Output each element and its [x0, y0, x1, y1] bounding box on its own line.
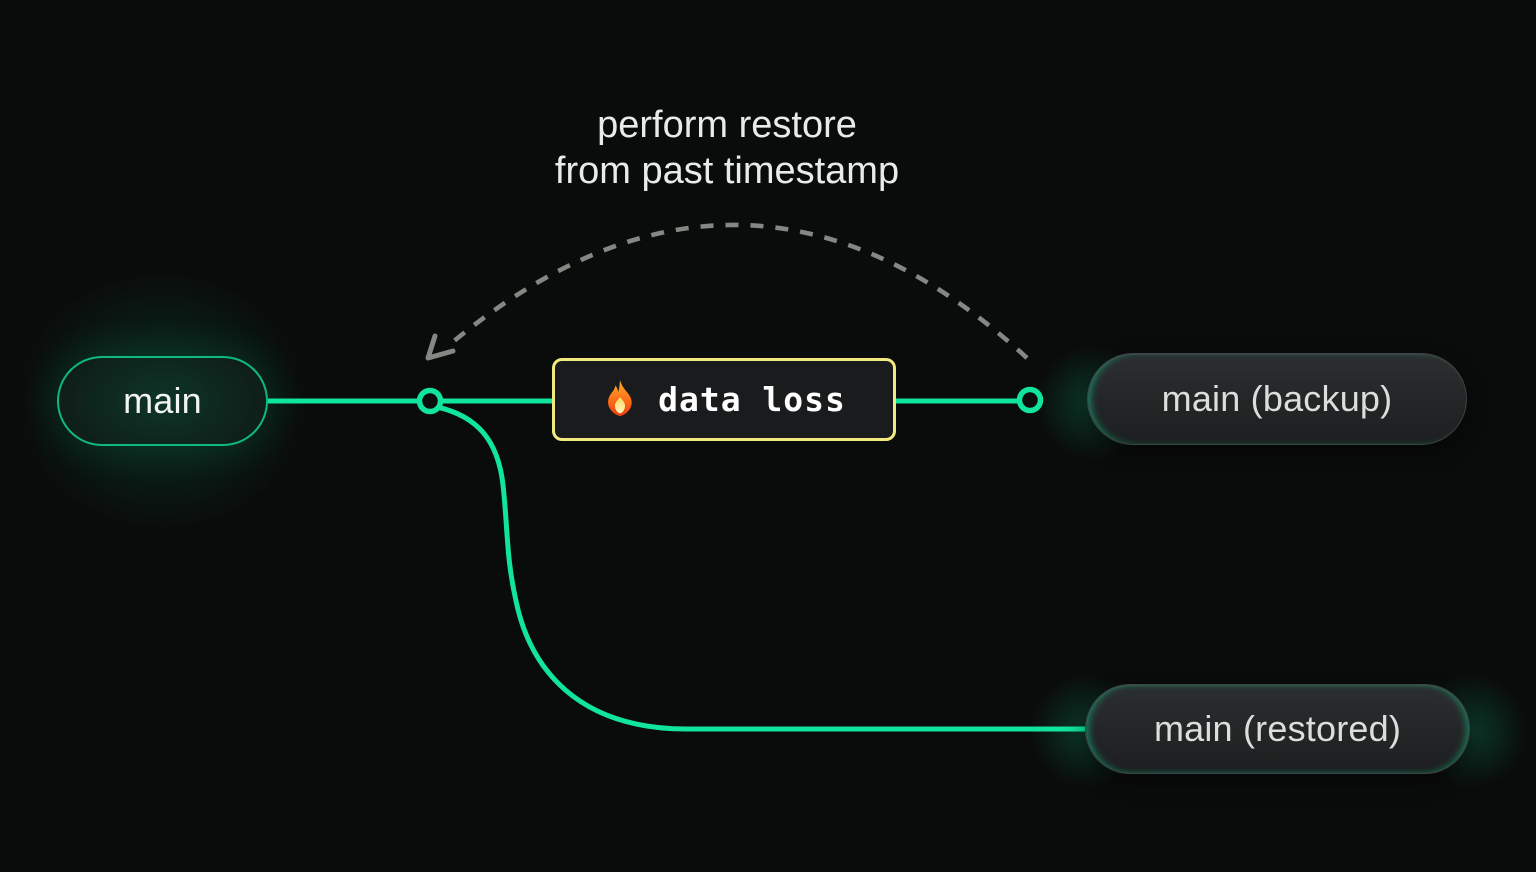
- node-restored-label: main (restored): [1153, 708, 1402, 749]
- fire-icon: [608, 379, 632, 416]
- node-main: main: [57, 356, 268, 446]
- restore-annotation-line2: from past timestamp: [554, 150, 900, 192]
- restore-branch-line: [436, 404, 1086, 732]
- node-main-restored: main (restored): [1085, 684, 1470, 774]
- event-label: data loss: [658, 380, 846, 419]
- node-main-label: main: [123, 380, 202, 421]
- restore-annotation-line1: perform restore: [597, 104, 857, 146]
- event-data-loss: data loss: [552, 358, 896, 441]
- node-main-backup: main (backup): [1087, 353, 1467, 445]
- restore-arc-dashed: [446, 222, 1029, 360]
- backup-commit-dot: [1016, 386, 1044, 414]
- node-backup-label: main (backup): [1161, 378, 1393, 419]
- fork-commit-dot: [416, 387, 444, 415]
- restore-annotation: perform restore from past timestamp: [427, 102, 1027, 194]
- arrowhead-icon: [425, 333, 456, 361]
